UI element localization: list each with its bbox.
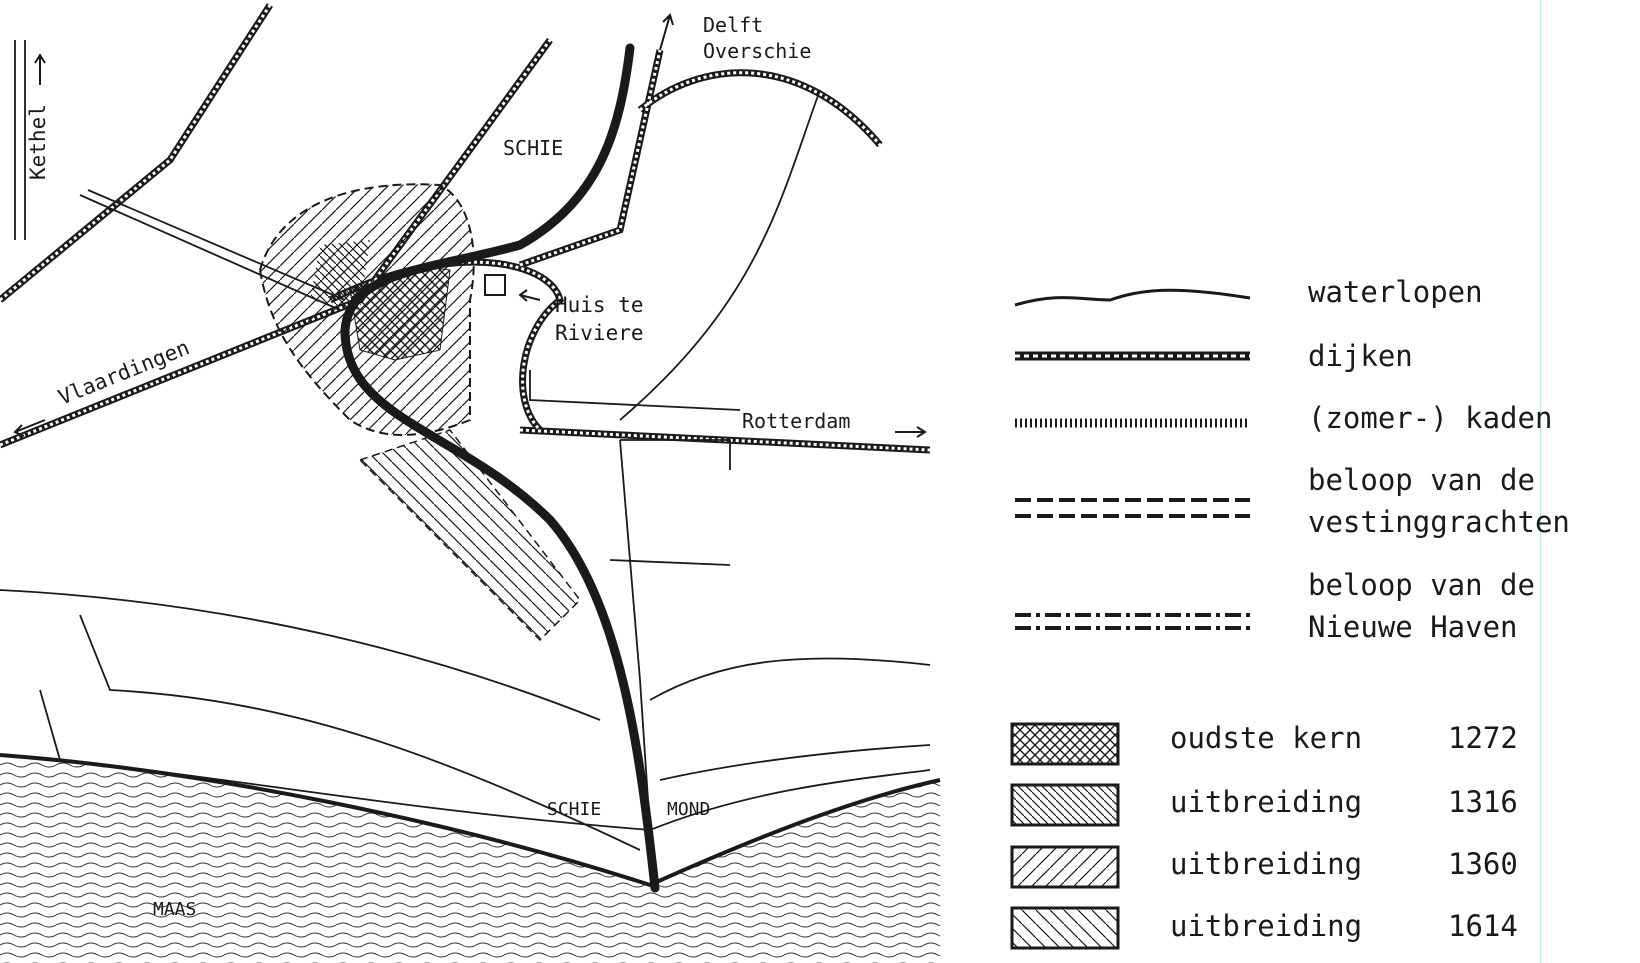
legend-swatch-1360 <box>1010 845 1120 889</box>
legend-label-uitbreiding-1614: uitbreiding <box>1170 909 1363 943</box>
legend-label-waterlopen: waterlopen <box>1308 275 1483 309</box>
label-delft: Delft <box>703 13 763 37</box>
legend-year-1272: 1272 <box>1448 721 1518 755</box>
legend-swatch-1272 <box>1010 722 1120 766</box>
legend-label-vestinggrachten-2: vestinggrachten <box>1308 505 1570 539</box>
legend-label-kaden: (zomer-) kaden <box>1308 401 1553 435</box>
label-kethel: Kethel <box>26 104 50 180</box>
label-riviere: Riviere <box>555 321 644 345</box>
legend-symbol-waterlopen <box>1014 288 1251 307</box>
scan-guide-line <box>1540 0 1541 963</box>
huis-te-riviere-marker <box>484 274 506 296</box>
legend-symbol-vestinggrachten <box>1015 498 1250 518</box>
label-overschie: Overschie <box>703 39 811 63</box>
label-schie: SCHIE <box>503 136 563 160</box>
legend-symbol-nieuwe-haven <box>1015 613 1250 630</box>
legend-label-uitbreiding-1316: uitbreiding <box>1170 785 1363 819</box>
legend-label-dijken: dijken <box>1308 339 1413 373</box>
maas-water <box>0 755 940 963</box>
legend-label-nieuwe-haven-1: beloop van de <box>1308 568 1535 602</box>
waterways <box>0 40 931 851</box>
legend-year-1316: 1316 <box>1448 785 1518 819</box>
schie-river <box>340 43 660 893</box>
legend-swatch-1614 <box>1010 906 1120 950</box>
label-schie-mond-2: MOND <box>667 799 710 820</box>
legend-year-1614: 1614 <box>1448 909 1518 943</box>
label-rotterdam: Rotterdam <box>742 409 850 433</box>
label-schie-mond-1: SCHIE <box>547 799 601 820</box>
legend-swatch-1316 <box>1010 783 1120 827</box>
maas-shore <box>0 753 941 888</box>
area-1272 <box>349 267 451 361</box>
legend-label-nieuwe-haven-2: Nieuwe Haven <box>1308 610 1518 644</box>
area-1614 <box>358 429 581 642</box>
legend-label-oudste-kern: oudste kern <box>1170 721 1363 755</box>
label-huis-te: Huis te <box>555 293 644 317</box>
legend-symbols <box>1010 288 1251 950</box>
legend-label-uitbreiding-1360: uitbreiding <box>1170 847 1363 881</box>
legend-year-1360: 1360 <box>1448 847 1518 881</box>
label-maas: MAAS <box>153 899 196 920</box>
direction-arrows <box>13 13 927 438</box>
legend-label-vestinggrachten-1: beloop van de <box>1308 463 1535 497</box>
